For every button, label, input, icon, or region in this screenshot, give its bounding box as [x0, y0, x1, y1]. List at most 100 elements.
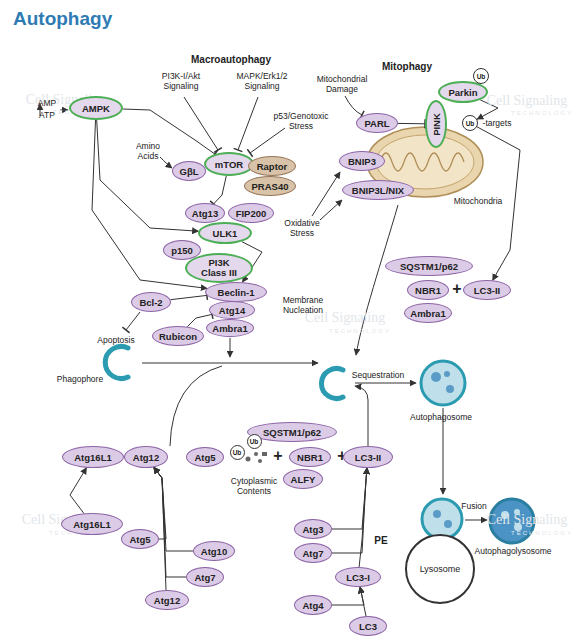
text-label: Macroautophagy: [181, 55, 281, 65]
node-text: Atg13: [192, 208, 218, 219]
node-text: LC3-II: [355, 452, 381, 463]
inhibition-connector: [214, 176, 227, 204]
flow-arrow: [230, 338, 231, 357]
inhibit-line: [345, 96, 362, 115]
protein-oval: PI3K Class III: [185, 253, 253, 283]
activation-connector: [154, 467, 186, 577]
node-text: LC3-II: [474, 285, 500, 296]
text-label: Amino Acids: [128, 141, 168, 161]
node-text: SQSTM1/p62: [263, 427, 321, 438]
node-text: PI3K Class III: [196, 258, 242, 278]
text-label: PI3K-I/Akt Signaling: [146, 71, 216, 91]
watermark: TECHNOLOGY: [329, 326, 391, 336]
node-text: Lysosome: [420, 564, 461, 574]
signal-arrow: [320, 200, 342, 220]
protein-oval: Atg4: [294, 595, 332, 615]
text-label: Oxidative Stress: [277, 218, 327, 238]
protein-oval: LC3-II: [463, 280, 511, 300]
activation-connector: [332, 468, 367, 553]
watermark: TECHNOLOGY: [511, 108, 573, 118]
text-label: Cytoplasmic Contents: [224, 476, 284, 496]
node-text: SQSTM1/p62: [400, 261, 458, 272]
node-text: Beclin-1: [218, 287, 255, 298]
content-dot: [254, 452, 258, 456]
content-dot: [258, 459, 262, 463]
protein-oval: LC3: [349, 616, 387, 636]
protein-oval: mTOR: [204, 152, 254, 176]
node-text: mTOR: [215, 159, 243, 170]
node-text: Atg16L1: [73, 519, 110, 530]
text-label: ATP: [32, 110, 62, 120]
text-label: -targets: [477, 118, 517, 128]
flow-arrow: [355, 386, 368, 446]
node-text: ULK1: [213, 228, 238, 239]
protein-oval: AMPK: [69, 96, 123, 120]
protein-oval: SQSTM1/p62: [385, 256, 473, 276]
activation-connector: [332, 468, 367, 529]
activation-connector: [332, 587, 364, 605]
node-text: Raptor: [257, 161, 288, 172]
text-label: Sequestration: [343, 370, 413, 380]
protein-oval: Atg14: [209, 301, 255, 319]
node-text: Rubicon: [159, 331, 197, 342]
node-text: BNIP3: [348, 156, 376, 167]
node-text: ALFY: [291, 474, 316, 485]
flow-arrow: [355, 383, 416, 384]
node-text: Atg4: [302, 600, 323, 611]
node-text: PRAS40: [252, 181, 289, 192]
cargo: [431, 372, 441, 382]
text-label: p53/Genotoxic Stress: [270, 111, 332, 131]
text-label: Phagophore: [50, 374, 110, 384]
activation-connector: [97, 120, 199, 231]
protein-oval: Ambra1: [206, 319, 254, 337]
node-text: LC3: [359, 621, 377, 632]
protein-oval: PARL: [356, 113, 398, 133]
cristae: [380, 153, 464, 171]
cargo: [444, 371, 450, 377]
protein-oval: PRAS40: [244, 176, 296, 196]
node-text: Atg3: [302, 524, 323, 535]
text-label: Membrane Nucleation: [273, 295, 333, 315]
watermark: TECHNOLOGY: [511, 528, 573, 538]
node-text: Ub: [250, 438, 259, 445]
protein-oval: ALFY: [283, 469, 323, 489]
node-text: Ub: [233, 449, 242, 456]
cargo: [444, 520, 452, 528]
protein-oval: Atg16L1: [61, 513, 123, 535]
activation-connector: [70, 468, 87, 514]
node-text: LC3-I: [346, 572, 370, 583]
ubiquitin-circle: Ub: [473, 68, 489, 84]
fusion-arrow: [465, 520, 487, 521]
text-label: Mitochondria: [443, 196, 513, 206]
text-label: PE: [371, 536, 391, 546]
signal-arrow: [160, 157, 172, 168]
inhibit-line: [184, 97, 218, 150]
protein-oval: Atg5: [186, 447, 224, 467]
watermark: Cell Signaling: [487, 96, 568, 106]
protein-oval: Atg10: [193, 541, 235, 561]
protein-oval: Raptor: [248, 156, 296, 176]
cargo: [433, 510, 441, 518]
node-text: NBR1: [297, 452, 323, 463]
node-text: Ambra1: [410, 308, 445, 319]
protein-oval: FIP200: [228, 203, 274, 223]
flow-arrow: [142, 363, 318, 364]
inhibit-line: [250, 128, 285, 153]
node-text: Atg10: [201, 546, 227, 557]
activation-connector: [154, 467, 166, 590]
cytoplasmic-contents: [246, 452, 268, 463]
node-text: Atg12: [154, 595, 180, 606]
protein-oval: Bcl-2: [131, 292, 171, 312]
text-label: AMP: [32, 98, 62, 108]
protein-oval: Rubicon: [152, 326, 204, 346]
ubiquitin-circle: Ub: [247, 434, 262, 449]
node-text: Atg16L1: [74, 452, 111, 463]
phagophore-crescent: [105, 347, 128, 379]
flow-line: [170, 366, 222, 446]
ubiquitin-circle: Ub: [230, 445, 245, 460]
protein-oval: Atg5: [121, 529, 159, 549]
protein-oval: BNIP3L/NIX: [342, 180, 414, 200]
node-text: BNIP3L/NIX: [352, 185, 404, 196]
node-text: PARL: [364, 118, 389, 129]
